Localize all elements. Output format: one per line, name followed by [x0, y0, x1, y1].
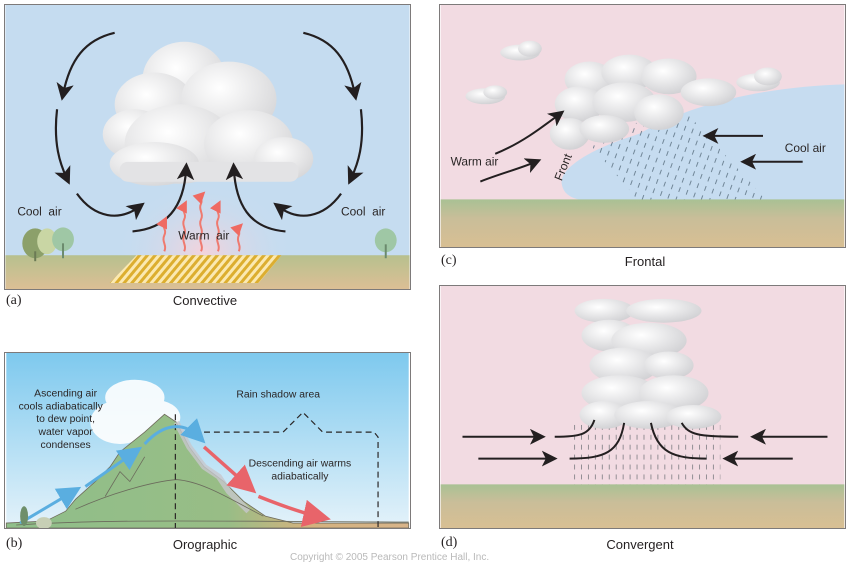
panel-letter-a: (a): [6, 293, 22, 308]
panel-letter-b: (b): [6, 536, 23, 551]
small-cloud: [465, 85, 508, 105]
frontal-diagram: Warm air Front Cool air: [440, 5, 845, 247]
ground: [440, 484, 845, 528]
cool-air-left-label: Cool air: [17, 205, 61, 219]
heated-field: [109, 255, 282, 284]
rain: [589, 104, 768, 202]
ascending-air-caption: Ascending air cools adiabatically to dew…: [19, 389, 104, 451]
svg-text:adiabatically: adiabatically: [271, 472, 329, 483]
svg-text:Descending air warms: Descending air warms: [249, 459, 352, 470]
panel-title-frontal: Frontal: [624, 254, 666, 269]
cool-air-arrows: [702, 127, 803, 170]
cool-air-label: Cool air: [785, 141, 826, 155]
svg-text:cools adiabatically: cools adiabatically: [19, 401, 104, 412]
rain-shadow-label: Rain shadow area: [236, 389, 320, 400]
panel-title-convective: Convective: [172, 293, 238, 308]
descending-air-caption: Descending air warms adiabatically: [249, 459, 352, 483]
tree-icon: [374, 228, 397, 259]
small-cloud: [500, 40, 542, 61]
tree-icon: [22, 228, 58, 262]
warm-air-label: Warm air: [178, 228, 229, 242]
tree-icon: [20, 506, 52, 528]
panel-orographic: Ascending air cools adiabatically to dew…: [4, 352, 411, 529]
panel-letter-d: (d): [441, 535, 458, 550]
svg-text:water vapor: water vapor: [38, 427, 94, 438]
rain-shadow-bracket: [194, 411, 379, 528]
small-cloud: [736, 67, 782, 92]
frontal-cloud: [549, 54, 737, 150]
warm-air-arrows: [156, 191, 243, 252]
svg-text:to dew point,: to dew point,: [36, 414, 95, 425]
svg-text:Ascending air: Ascending air: [34, 389, 97, 400]
warm-air-label: Warm air: [451, 155, 499, 169]
circulation-arrows: [54, 31, 364, 233]
panel-convergent: [439, 285, 846, 529]
tree-icon: [52, 227, 74, 259]
copyright-credit: Copyright © 2005 Pearson Prentice Hall, …: [290, 552, 490, 563]
panel-letter-c: (c): [441, 253, 457, 268]
panel-title-orographic: Orographic: [172, 537, 238, 552]
orographic-diagram: Ascending air cools adiabatically to dew…: [5, 353, 410, 528]
panel-frontal: Warm air Front Cool air: [439, 4, 846, 248]
cumulus-cloud: [102, 41, 314, 186]
cool-air-right-label: Cool air: [341, 205, 385, 219]
descending-air-arrows: [202, 445, 331, 527]
svg-text:condenses: condenses: [41, 440, 91, 451]
convective-diagram: Cool air Cool air Warm air: [5, 5, 410, 289]
ascending-air-arrows: [19, 418, 206, 525]
panel-title-convergent: Convergent: [606, 537, 674, 552]
cumulonimbus-cloud: [574, 298, 722, 429]
panel-convective: Cool air Cool air Warm air: [4, 4, 411, 290]
convergent-diagram: [440, 286, 845, 528]
ground: [440, 199, 845, 247]
warm-air-arrows: [479, 110, 565, 183]
converging-air-arrows: [462, 419, 828, 467]
